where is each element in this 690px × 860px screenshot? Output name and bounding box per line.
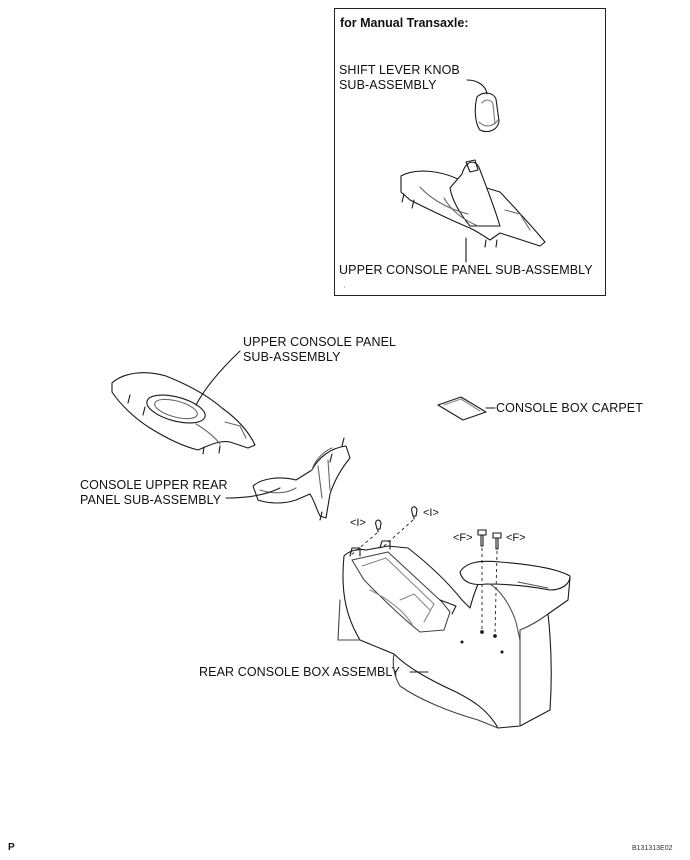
upper-console-panel-part xyxy=(111,372,256,455)
rear-console-box-label: REAR CONSOLE BOX ASSEMBLY xyxy=(199,665,400,679)
clip-tag-i-left: <I> xyxy=(350,517,366,529)
console-box-carpet-part xyxy=(437,396,487,421)
clip-i-right-icon xyxy=(411,506,418,520)
rear-console-box-part xyxy=(337,540,571,729)
bolt-f-left-icon xyxy=(477,529,487,547)
upper-console-panel-label: UPPER CONSOLE PANEL SUB-ASSEMBLY xyxy=(243,335,397,364)
page-mark: P xyxy=(8,842,15,853)
inset-title: for Manual Transaxle: xyxy=(340,16,469,30)
console-upper-rear-panel-part xyxy=(252,437,351,521)
manual-transaxle-inset xyxy=(334,8,606,296)
rear-panel-leader-line xyxy=(225,487,281,499)
install-dashed-lines xyxy=(349,519,498,635)
shift-lever-knob-label: SHIFT LEVER KNOB SUB-ASSEMBLY xyxy=(339,63,460,92)
figure-code: B131313E02 xyxy=(632,845,673,852)
console-upper-rear-panel-label: CONSOLE UPPER REAR PANEL SUB-ASSEMBLY xyxy=(80,478,228,507)
knob-leader-line xyxy=(466,79,488,95)
inset-upper-panel-label: UPPER CONSOLE PANEL SUB-ASSEMBLY xyxy=(339,263,593,277)
bolt-f-right-icon xyxy=(492,532,502,550)
clip-tag-i-right: <I> xyxy=(423,507,439,519)
upper-panel-leader-line xyxy=(195,350,241,406)
console-box-carpet-label: CONSOLE BOX CARPET xyxy=(496,401,643,415)
bolt-tag-f-right: <F> xyxy=(506,532,526,544)
bolt-tag-f-left: <F> xyxy=(453,532,473,544)
inset-upper-panel-part xyxy=(400,159,546,248)
shift-knob-part xyxy=(474,92,500,133)
clip-i-left-icon xyxy=(375,519,382,533)
